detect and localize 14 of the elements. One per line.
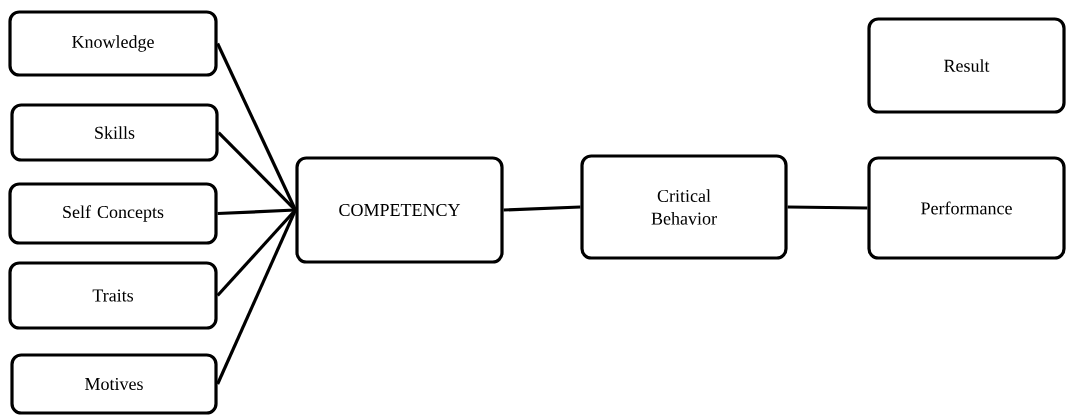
connector-line [216,209,297,385]
process-box: Self Concepts [8,182,218,245]
process-box: Motives [10,353,218,415]
connector-line [787,205,868,210]
connector-line [216,42,297,211]
process-box: Skills [10,103,219,162]
process-box: COMPETENCY [295,156,504,264]
process-box: Result [867,17,1066,114]
process-box: Critical Behavior [580,154,788,260]
connector-line [503,205,581,212]
connector-line [217,208,296,216]
process-box: Traits [8,261,218,330]
process-box: Performance [867,156,1066,260]
process-box: Knowledge [8,10,218,77]
